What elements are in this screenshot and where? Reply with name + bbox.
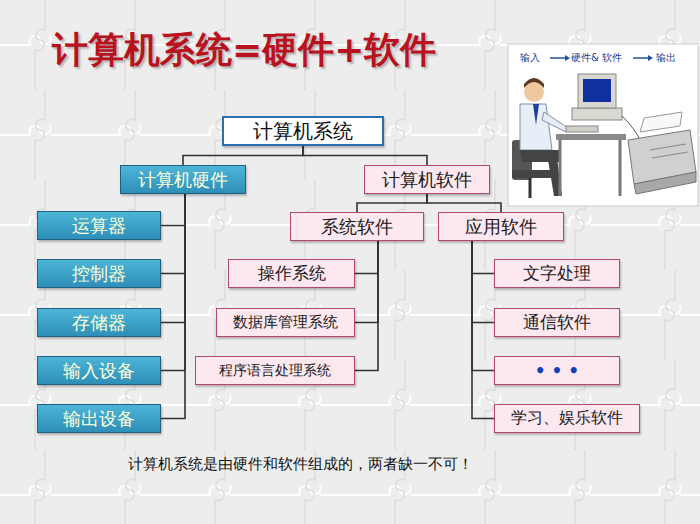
tree-connector [161, 194, 185, 371]
tree-connector [472, 241, 494, 371]
node-text: 学习、娱乐软件 [511, 408, 623, 429]
tree-connector [183, 146, 303, 165]
hardware-box: 控制器 [37, 259, 161, 288]
node-text: 文字处理 [523, 262, 591, 285]
software-box: • • • [494, 356, 620, 385]
node-text: 控制器 [72, 262, 126, 286]
illustration-label: 输出 [656, 51, 676, 65]
software-box: 学习、娱乐软件 [494, 404, 640, 433]
node-text: 运算器 [72, 214, 126, 238]
software-box: 程序语言处理系统 [195, 356, 355, 385]
software-box: 操作系统 [228, 259, 355, 288]
node-text: 通信软件 [523, 311, 591, 334]
tree-connector [161, 194, 185, 323]
node-text: 存储器 [72, 311, 126, 335]
node-text: 计算机软件 [382, 168, 472, 192]
hardware-header: 计算机硬件 [120, 165, 246, 194]
node-text: 计算机系统 [253, 118, 353, 145]
node-text: 计算机硬件 [138, 168, 228, 192]
software-header: 计算机软件 [364, 165, 490, 194]
tree-connector [472, 241, 494, 419]
tree-connector [303, 146, 427, 165]
tree-connector [357, 194, 427, 212]
slide-caption: 计算机系统是由硬件和软件组成的，两者缺一不可！ [128, 455, 473, 474]
tree-connector [472, 241, 494, 274]
node-text: 输出设备 [63, 407, 135, 431]
software-box: 应用软件 [438, 212, 564, 241]
software-box: 数据库管理系统 [216, 308, 355, 337]
software-box: 系统软件 [290, 212, 424, 241]
tree-connector [355, 241, 378, 371]
illustration-label: 硬件& 软件 [571, 51, 622, 65]
tree-connector [161, 194, 185, 419]
node-text: • • • [535, 361, 579, 381]
hardware-box: 存储器 [37, 308, 161, 337]
node-text: 应用软件 [465, 215, 537, 239]
tree-connector [355, 241, 378, 323]
node-text: 数据库管理系统 [233, 313, 338, 332]
hardware-box: 输入设备 [37, 356, 161, 385]
hardware-box: 输出设备 [37, 404, 161, 433]
software-box: 通信软件 [494, 308, 620, 337]
tree-connector [161, 194, 185, 274]
illustration-label: 输入 [520, 51, 540, 65]
node-text: 系统软件 [321, 215, 393, 239]
hardware-box: 运算器 [37, 211, 161, 240]
node-text: 程序语言处理系统 [219, 362, 331, 380]
tree-connector [355, 241, 378, 274]
slide-title: 计算机系统=硬件+软件 [52, 26, 436, 75]
node-text: 输入设备 [63, 359, 135, 383]
node-text: 操作系统 [258, 262, 326, 285]
tree-connector [472, 241, 494, 323]
software-box: 文字处理 [494, 259, 620, 288]
tree-connector [161, 194, 185, 226]
tree-connector [427, 194, 501, 212]
root-box: 计算机系统 [222, 116, 384, 146]
